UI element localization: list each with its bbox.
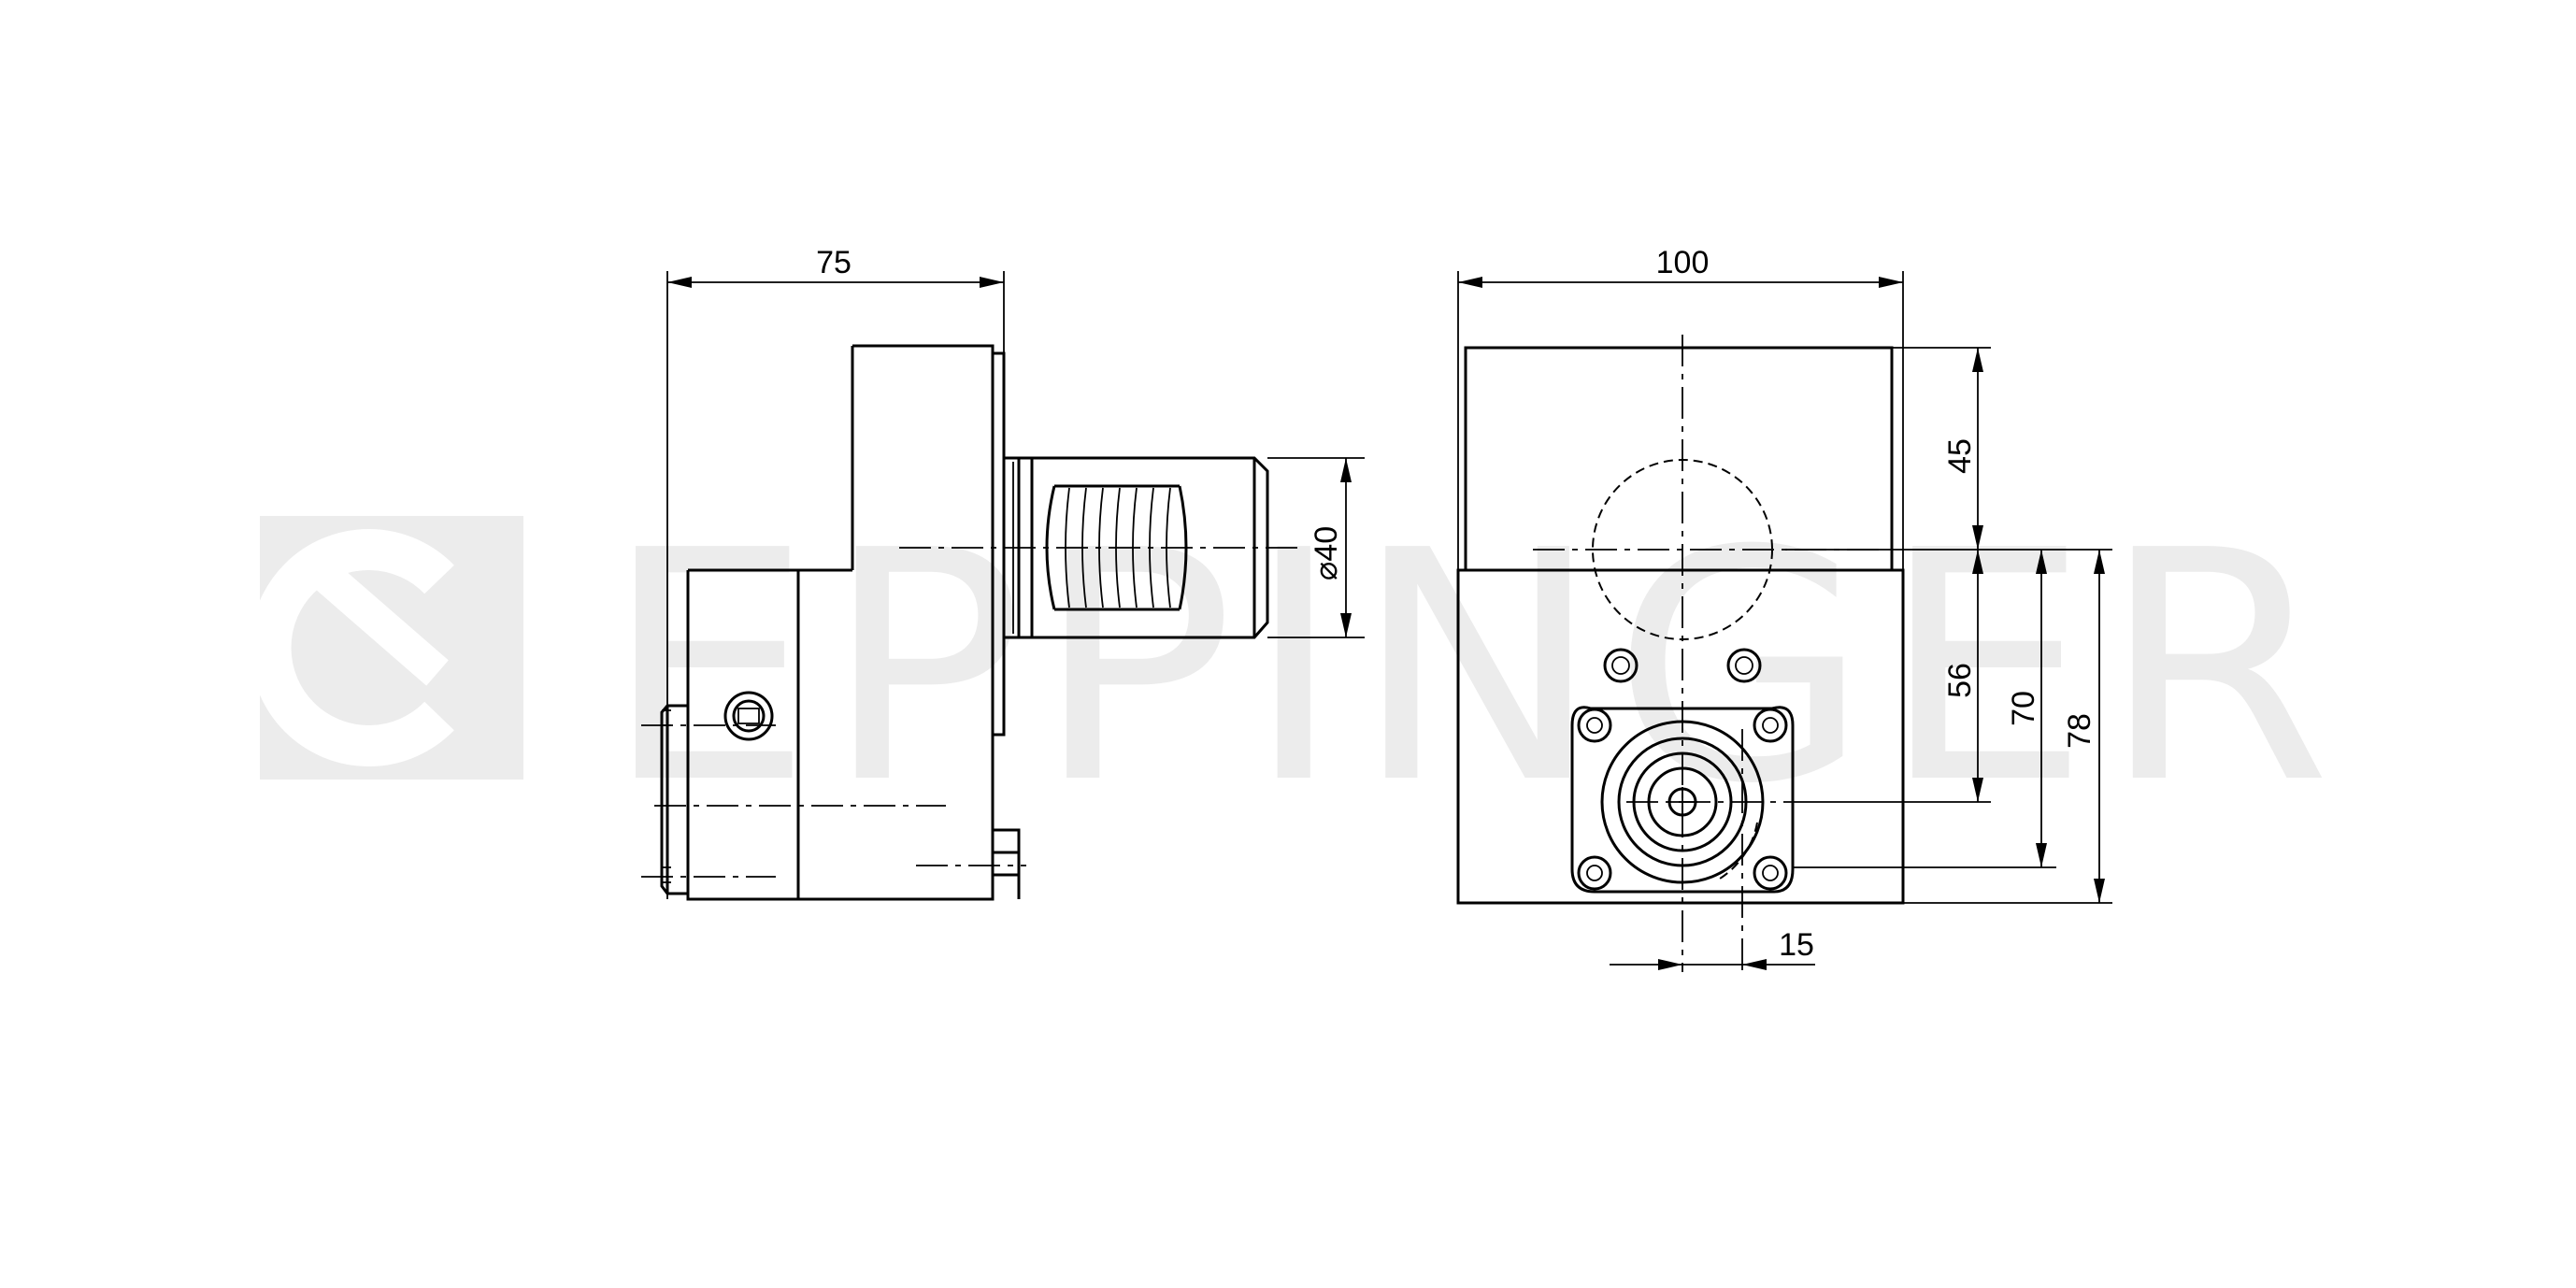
front-dim-45-label: 45 <box>1942 438 1978 474</box>
front-dim-45: 45 <box>1785 347 1991 551</box>
front-motor-flange <box>1570 706 1795 894</box>
front-screw-top-left <box>1603 648 1639 683</box>
front-flange-bolt-tr <box>1753 708 1788 743</box>
front-dim-78-label: 78 <box>2062 713 2097 749</box>
side-bottom-tab <box>991 828 1021 899</box>
front-dim-70-label: 70 <box>2006 691 2041 726</box>
side-dim-diameter: ⌀40 <box>1267 457 1365 638</box>
front-dim-100: 100 <box>1457 245 1904 570</box>
front-flange-bolt-bl <box>1577 855 1612 891</box>
watermark-logo-icon <box>250 529 454 766</box>
side-dim-75-label: 75 <box>816 245 852 280</box>
front-dim-15-label: 15 <box>1779 927 1814 963</box>
watermark: EPPINGER <box>250 483 2341 853</box>
front-view <box>1456 335 1905 972</box>
side-screw <box>723 691 774 741</box>
front-dim-100-label: 100 <box>1656 245 1710 280</box>
front-dim-78: 78 <box>1903 550 2112 904</box>
side-dim-diameter-label: ⌀40 <box>1309 526 1344 580</box>
front-dim-70: 70 <box>1793 549 2112 868</box>
front-spindle-hidden-arc <box>1719 822 1758 880</box>
front-flange-bolt-br <box>1753 855 1788 891</box>
side-dim-75: 75 <box>666 245 1005 899</box>
front-dim-15: 15 <box>1610 927 1815 970</box>
front-flange-bolt-tl <box>1577 708 1612 743</box>
front-dim-56: 56 <box>1811 550 1991 803</box>
front-dim-56-label: 56 <box>1942 663 1978 698</box>
front-lower-housing <box>1456 568 1905 905</box>
watermark-brand-text: EPPINGER <box>603 483 2341 853</box>
front-screw-top-right <box>1726 648 1762 683</box>
side-housing <box>686 568 995 901</box>
